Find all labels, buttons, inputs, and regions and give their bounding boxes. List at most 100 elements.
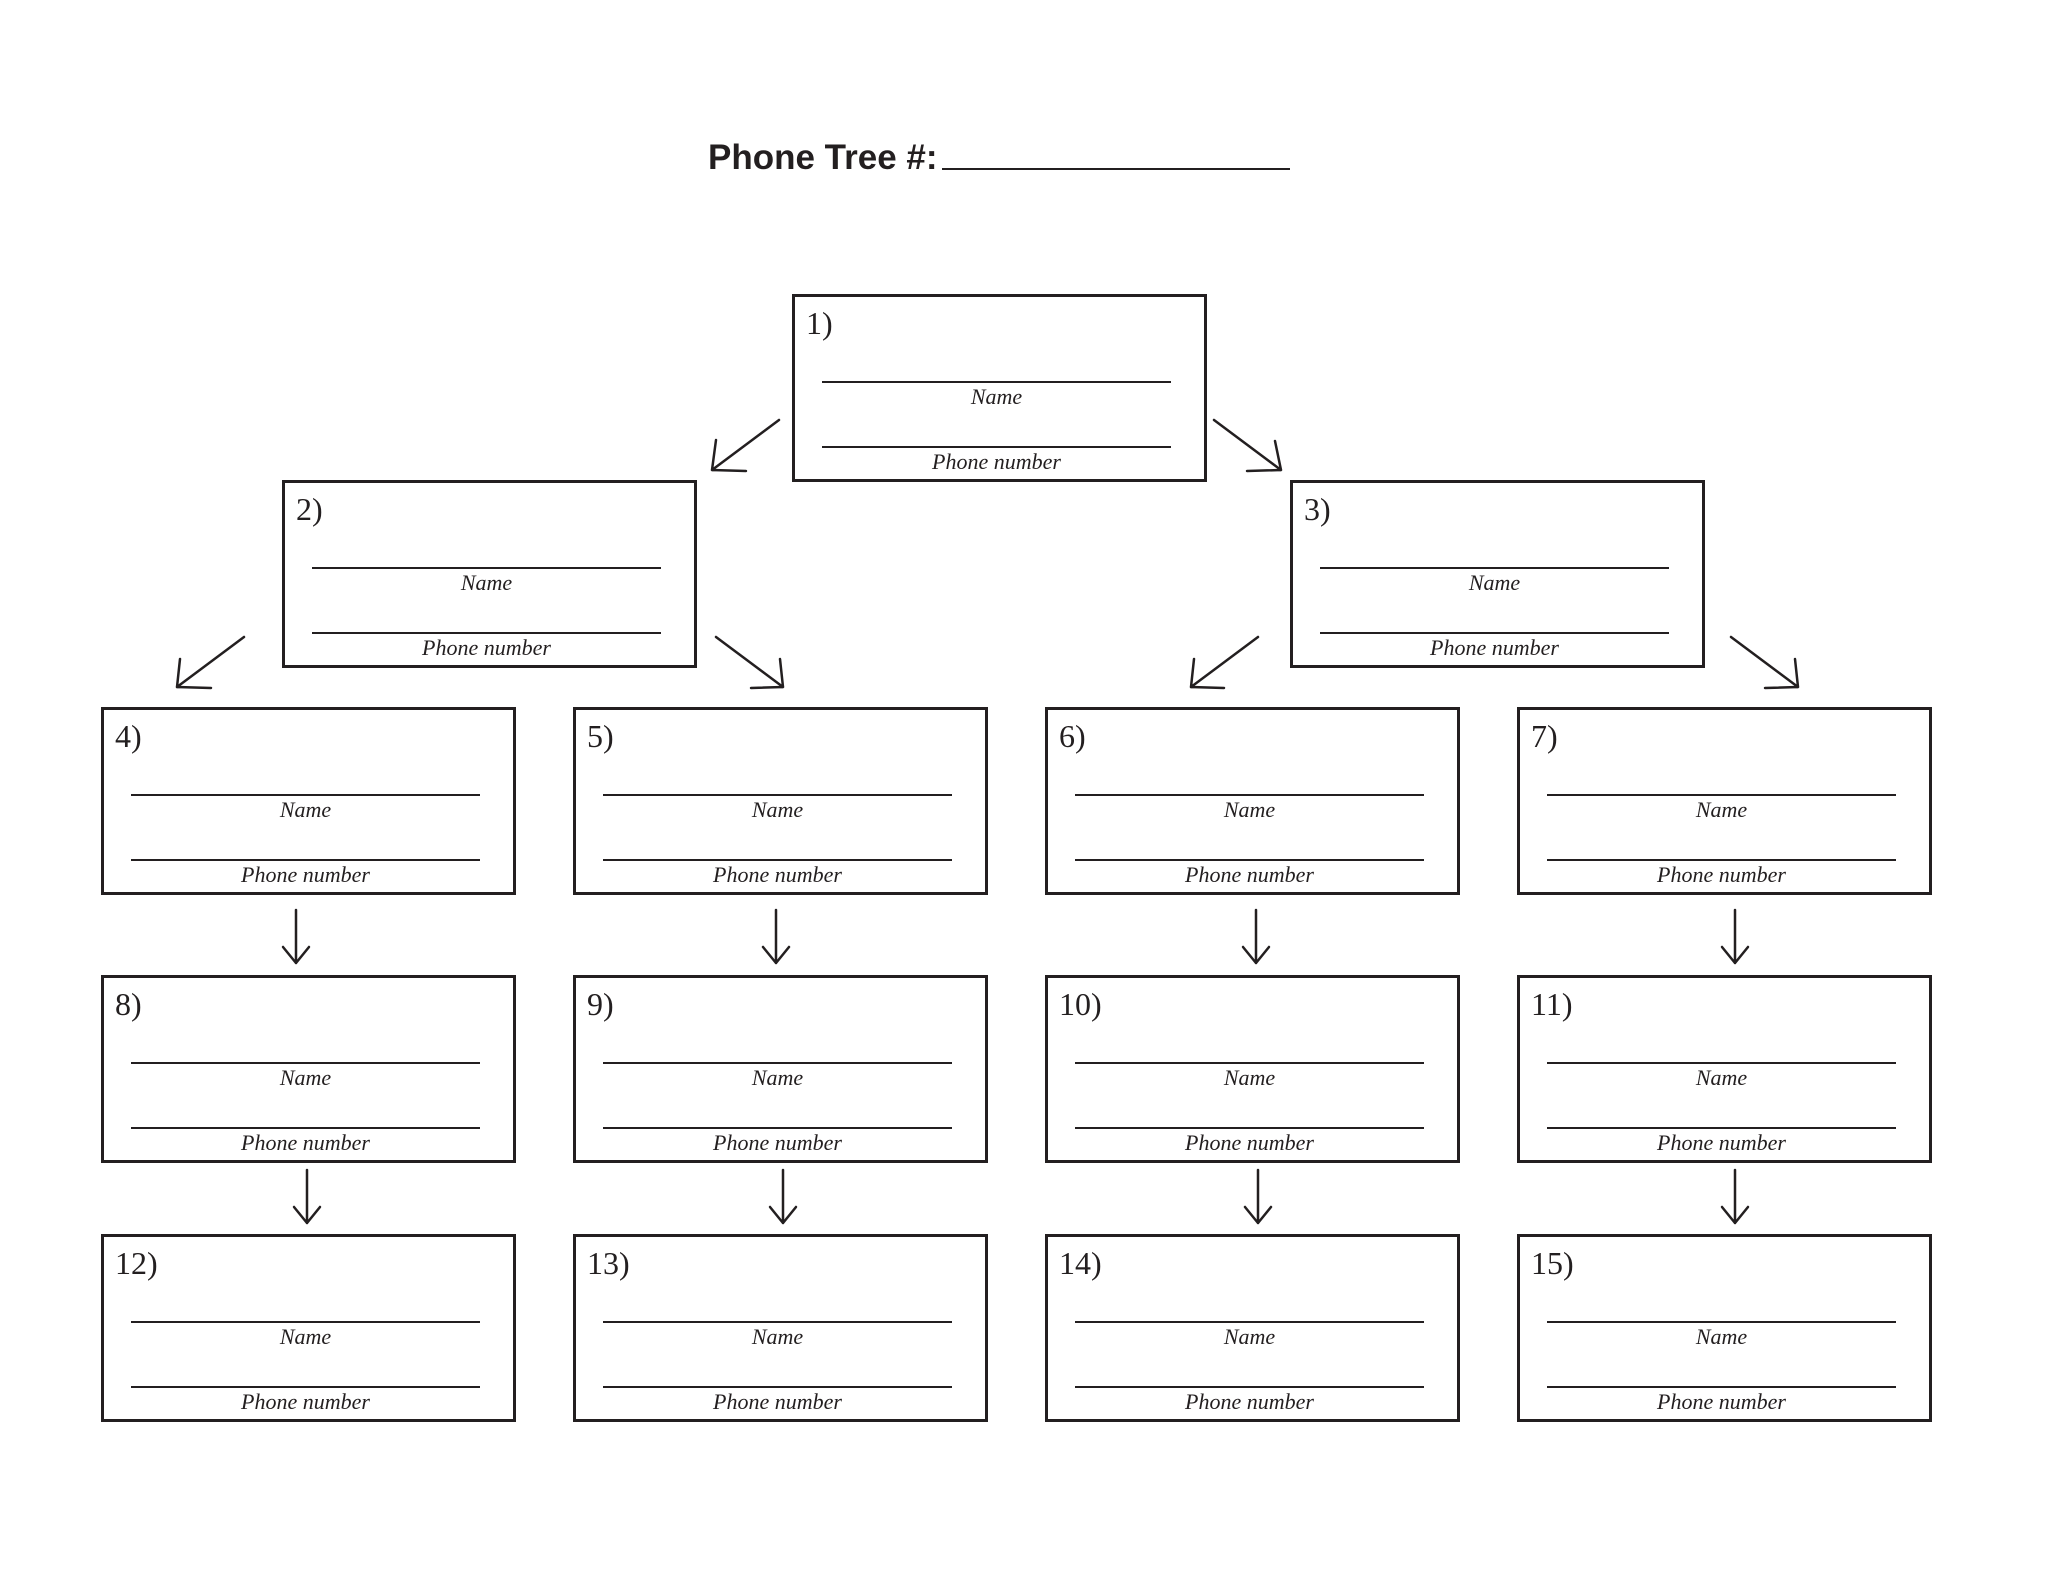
name-field[interactable] [131, 1062, 480, 1064]
phone-number-field[interactable] [1075, 859, 1424, 861]
arrow-icon [1243, 1168, 1273, 1225]
arrow-icon [1189, 635, 1260, 690]
phone-number-caption: Phone number [1185, 1130, 1314, 1155]
name-field[interactable] [1547, 1062, 1896, 1064]
phone-number-caption: Phone number [241, 1130, 370, 1155]
phone-number-field[interactable] [312, 632, 661, 634]
card-number: 2) [296, 491, 323, 527]
phone-number-caption: Phone number [932, 449, 1061, 474]
card-number: 10) [1059, 986, 1102, 1022]
name-caption: Name [1468, 570, 1521, 595]
arrow-icon [714, 635, 785, 690]
name-caption: Name [460, 570, 513, 595]
name-caption: Name [751, 1324, 804, 1349]
phone-number-caption: Phone number [1657, 1130, 1786, 1155]
arrow-icon [768, 1168, 798, 1225]
phone-number-field[interactable] [603, 1127, 952, 1129]
name-field[interactable] [1075, 794, 1424, 796]
card-number: 11) [1531, 986, 1573, 1022]
phone-number-field[interactable] [1075, 1127, 1424, 1129]
name-field[interactable] [603, 1321, 952, 1323]
arrow-icon [1241, 908, 1271, 965]
phone-number-caption: Phone number [1430, 635, 1559, 660]
phone-number-caption: Phone number [713, 1130, 842, 1155]
arrow-icon [1720, 1168, 1750, 1225]
arrow-icon [292, 1168, 322, 1225]
name-field[interactable] [1320, 567, 1669, 569]
phone-number-field[interactable] [1547, 1127, 1896, 1129]
name-field[interactable] [603, 794, 952, 796]
phone-number-field[interactable] [1075, 1386, 1424, 1388]
card-number: 14) [1059, 1245, 1102, 1281]
card-number: 3) [1304, 491, 1331, 527]
phone-number-field[interactable] [603, 859, 952, 861]
card-number: 15) [1531, 1245, 1574, 1281]
page-title-label: Phone Tree #: [708, 138, 938, 177]
phone-number-caption: Phone number [1657, 1389, 1786, 1414]
name-field[interactable] [1547, 794, 1896, 796]
name-caption: Name [970, 384, 1023, 409]
phone-number-caption: Phone number [422, 635, 551, 660]
name-field[interactable] [1075, 1321, 1424, 1323]
name-caption: Name [1695, 1324, 1748, 1349]
phone-number-field[interactable] [603, 1386, 952, 1388]
page-title: Phone Tree #: [708, 128, 1290, 178]
card-number: 5) [587, 718, 614, 754]
name-caption: Name [1223, 1324, 1276, 1349]
name-field[interactable] [131, 794, 480, 796]
phone-number-field[interactable] [1320, 632, 1669, 634]
phone-number-field[interactable] [1547, 1386, 1896, 1388]
card-number: 12) [115, 1245, 158, 1281]
phone-tree-number-blank[interactable] [941, 168, 1290, 170]
arrow-icon [761, 908, 791, 965]
phone-number-caption: Phone number [1185, 862, 1314, 887]
arrow-icon [281, 908, 311, 965]
card-number: 9) [587, 986, 614, 1022]
phone-number-caption: Phone number [713, 1389, 842, 1414]
arrow-icon [1720, 908, 1750, 965]
phone-number-field[interactable] [131, 1386, 480, 1388]
phone-number-field[interactable] [131, 1127, 480, 1129]
name-field[interactable] [1075, 1062, 1424, 1064]
name-caption: Name [1695, 797, 1748, 822]
name-field[interactable] [822, 381, 1171, 383]
name-caption: Name [1695, 1065, 1748, 1090]
arrow-icon [1729, 635, 1800, 690]
name-caption: Name [279, 1324, 332, 1349]
phone-number-caption: Phone number [713, 862, 842, 887]
phone-number-field[interactable] [1547, 859, 1896, 861]
phone-number-caption: Phone number [1657, 862, 1786, 887]
name-caption: Name [279, 1065, 332, 1090]
phone-number-field[interactable] [822, 446, 1171, 448]
card-number: 4) [115, 718, 142, 754]
phone-number-field[interactable] [131, 859, 480, 861]
arrow-icon [1212, 418, 1283, 473]
name-field[interactable] [603, 1062, 952, 1064]
name-caption: Name [751, 1065, 804, 1090]
card-number: 1) [806, 305, 833, 341]
name-caption: Name [751, 797, 804, 822]
name-field[interactable] [131, 1321, 480, 1323]
name-caption: Name [1223, 797, 1276, 822]
card-number: 7) [1531, 718, 1558, 754]
phone-number-caption: Phone number [241, 862, 370, 887]
name-caption: Name [1223, 1065, 1276, 1090]
name-field[interactable] [312, 567, 661, 569]
name-field[interactable] [1547, 1321, 1896, 1323]
card-number: 13) [587, 1245, 630, 1281]
card-number: 6) [1059, 718, 1086, 754]
